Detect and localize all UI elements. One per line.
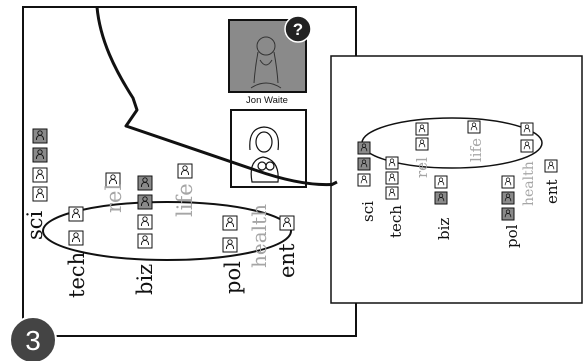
avatar-tile: [385, 186, 399, 200]
right-category-label-tech: tech: [387, 205, 405, 238]
avatar-tile: [105, 172, 121, 188]
avatar-tile: [68, 206, 84, 222]
avatar-tile: [434, 175, 448, 189]
avatar-tile: [279, 215, 295, 231]
right-category-label-health: health: [521, 161, 537, 206]
avatar-tile: [32, 128, 48, 144]
category-label-pol: pol: [221, 261, 245, 294]
avatar-tile: [501, 207, 515, 221]
avatar-tile: [357, 173, 371, 187]
avatar-tile: [222, 215, 238, 231]
question-badge-text: ?: [293, 20, 303, 39]
avatar-tile: [385, 156, 399, 170]
category-label-biz: biz: [133, 264, 157, 295]
avatar-tile: [415, 122, 429, 136]
category-label-ent: ent: [275, 243, 299, 278]
avatar-tile: [177, 163, 193, 179]
avatar-tile: [222, 237, 238, 253]
left-ellipse: [42, 201, 292, 261]
featured-person-name: Jon Waite: [246, 95, 288, 106]
avatar-tile: [357, 157, 371, 171]
avatar-tile: [434, 191, 448, 205]
step-number-badge: 3: [9, 316, 57, 361]
avatar-tile: [501, 191, 515, 205]
category-label-health: health: [247, 204, 271, 268]
right-category-label-ent: ent: [543, 179, 561, 204]
right-category-label-rel: rel: [413, 157, 431, 178]
avatar-tile: [501, 175, 515, 189]
avatar-tile: [32, 167, 48, 183]
connector-arrow: [95, 6, 339, 187]
right-category-label-biz: biz: [435, 218, 453, 240]
avatar-tile: [68, 230, 84, 246]
avatar-tile: [137, 214, 153, 230]
category-label-rel: rel: [102, 184, 126, 213]
avatar-tile: [32, 186, 48, 202]
category-label-tech: tech: [65, 252, 89, 298]
avatar-tile: [137, 175, 153, 191]
right-category-label-pol: pol: [503, 224, 521, 248]
avatar-tile: [137, 194, 153, 210]
left-avatars: [32, 128, 295, 253]
step-number-text: 3: [25, 325, 41, 356]
category-label-sci: sci: [23, 210, 47, 240]
avatar-tile: [32, 147, 48, 163]
avatar-tile: [385, 171, 399, 185]
right-category-label-life: life: [467, 138, 485, 162]
right-category-label-sci: sci: [359, 201, 377, 222]
right-panel: [330, 55, 583, 304]
arrow-tip: [330, 180, 338, 187]
right-avatars: [357, 120, 558, 221]
avatar-tile: [520, 139, 534, 153]
avatar-tile: [467, 120, 481, 134]
category-label-life: life: [173, 183, 197, 217]
question-mark-icon: ?: [284, 15, 312, 43]
avatar-tile: [415, 137, 429, 151]
person-sketch-icon: [250, 36, 282, 89]
avatar-tile: [520, 122, 534, 136]
avatar-tile: [544, 159, 558, 173]
avatar-tile: [137, 233, 153, 249]
avatar-tile: [357, 141, 371, 155]
